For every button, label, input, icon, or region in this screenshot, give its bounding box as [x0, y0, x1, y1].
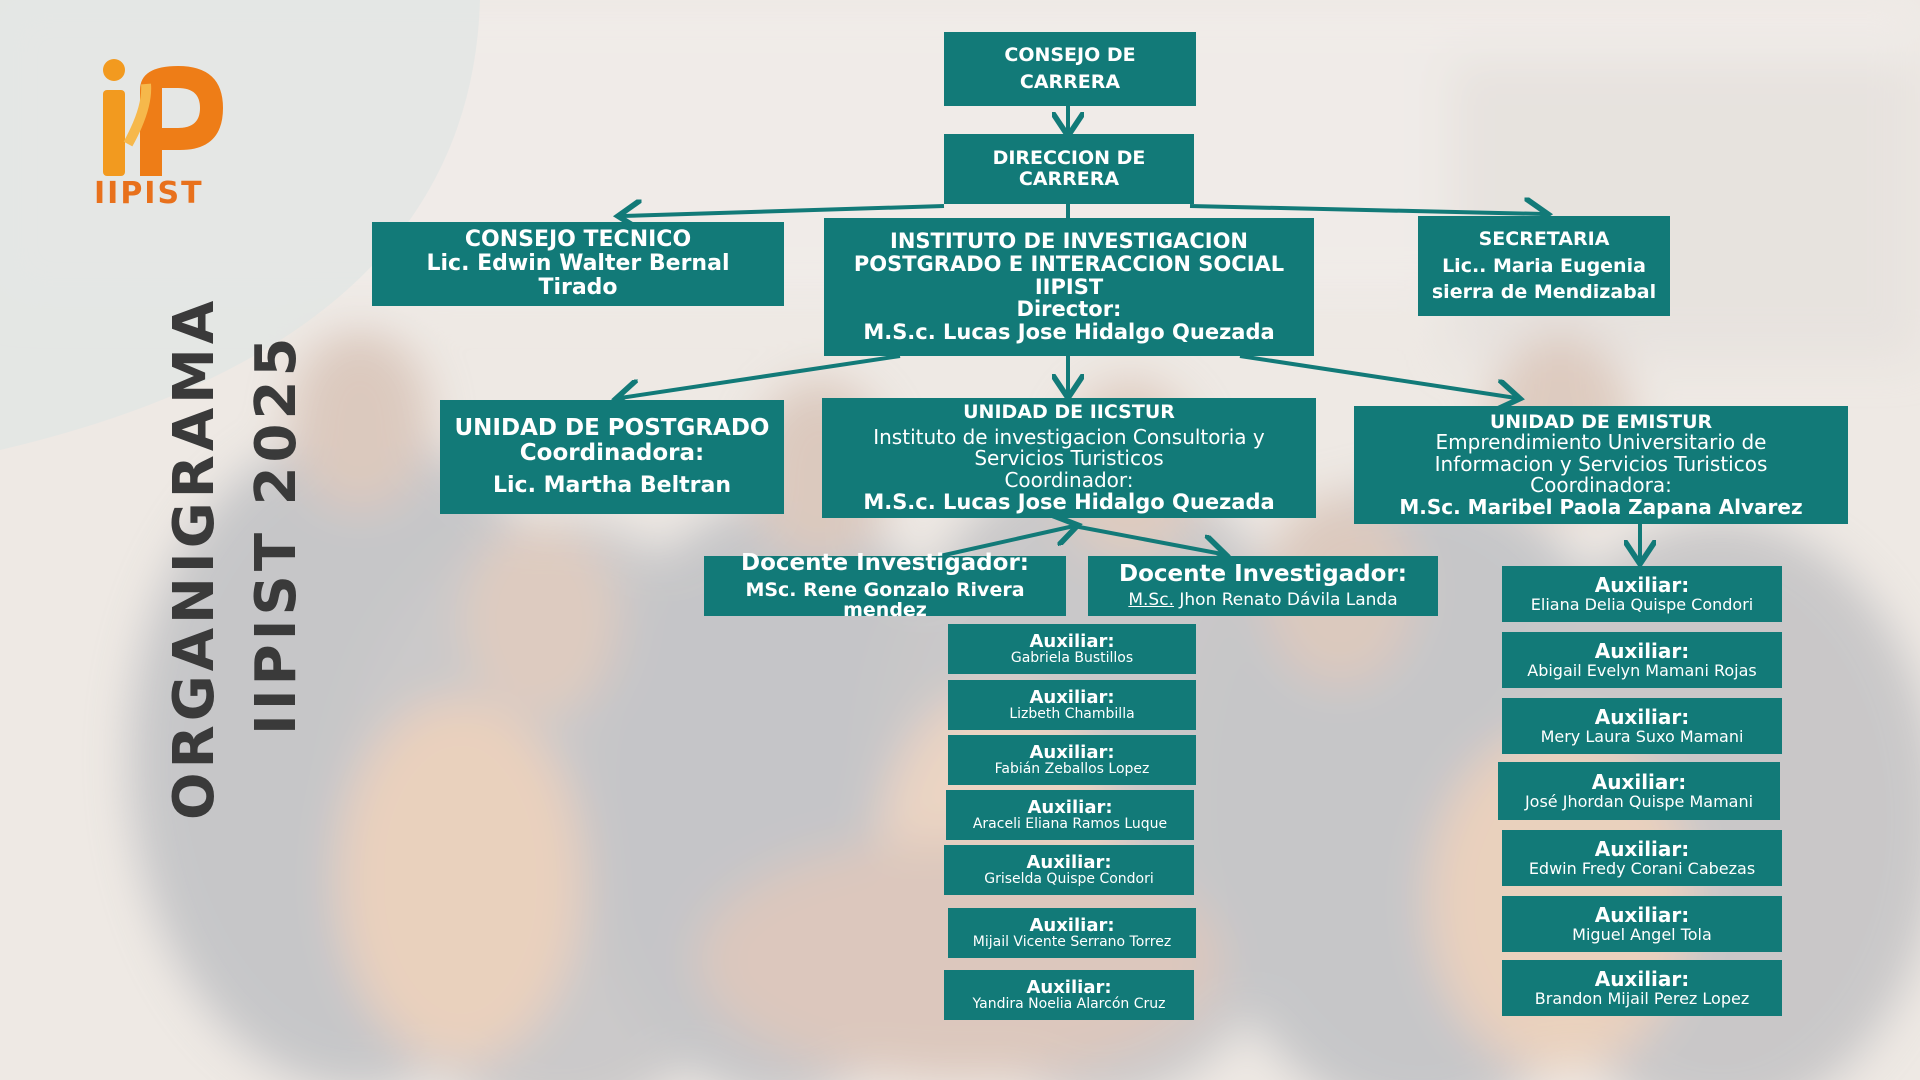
emistur-desc1: Emprendimiento Universitario de [1435, 430, 1767, 455]
postgrado-title: UNIDAD DE POSTGRADO [454, 415, 770, 442]
aux-label: Auxiliar: [1594, 638, 1690, 663]
aux-name: Yandira Noelia Alarcón Cruz [972, 996, 1166, 1013]
aux-name: José Jhordan Quispe Mamani [1524, 792, 1754, 812]
direccion-line2: CARRERA [1018, 168, 1120, 190]
consejo-de-carrera-line1: CONSEJO DE [1004, 44, 1136, 67]
iicstur-desc2: Servicios Turisticos [974, 446, 1164, 471]
emistur-role: Coordinadora: [1530, 473, 1672, 498]
aux-center-3: Auxiliar: Fabián Zeballos Lopez [948, 735, 1196, 785]
docente-investigador-2-box: Docente Investigador: M.Sc. Jhon Renato … [1088, 556, 1438, 616]
consejo-tecnico-title: CONSEJO TECNICO [464, 227, 692, 253]
secretaria-name1: Lic.. Maria Eugenia [1442, 254, 1646, 277]
aux-right-1: Auxiliar: Eliana Delia Quispe Condori [1502, 566, 1782, 622]
instituto-line2: POSTGRADO E INTERACCION SOCIAL [853, 251, 1285, 276]
aux-label: Auxiliar: [1029, 741, 1115, 763]
direccion-line1: DIRECCION DE [992, 147, 1146, 170]
consejo-de-carrera-line2: CARRERA [1019, 71, 1121, 93]
aux-right-2: Auxiliar: Abigail Evelyn Mamani Rojas [1502, 632, 1782, 688]
unidad-postgrado-box: UNIDAD DE POSTGRADO Coordinadora: Lic. M… [440, 400, 784, 514]
logo-text: IIPIST [94, 176, 204, 211]
consejo-tecnico-box: CONSEJO TECNICO Lic. Edwin Walter Bernal… [372, 222, 784, 306]
aux-label: Auxiliar: [1594, 704, 1690, 729]
instituto-box: INSTITUTO DE INVESTIGACION POSTGRADO E I… [824, 218, 1314, 356]
docente1-name: MSc. Rene Gonzalo Rivera mendez [745, 578, 1025, 622]
emistur-desc2: Informacion y Servicios Turisticos [1434, 451, 1768, 476]
aux-center-6: Auxiliar: Mijail Vicente Serrano Torrez [948, 908, 1196, 958]
aux-center-4: Auxiliar: Araceli Eliana Ramos Luque [946, 790, 1194, 840]
aux-name: Lizbeth Chambilla [1009, 706, 1135, 723]
aux-name: Abigail Evelyn Mamani Rojas [1527, 661, 1757, 681]
consejo-tecnico-name1: Lic. Edwin Walter Bernal [426, 251, 730, 277]
iicstur-role: Coordinador: [1004, 467, 1134, 492]
unidad-emistur-box: UNIDAD DE EMISTUR Emprendimiento Univers… [1354, 406, 1848, 524]
emistur-title: UNIDAD DE EMISTUR [1489, 410, 1713, 433]
aux-label: Auxiliar: [1594, 836, 1690, 861]
aux-name: Brandon Mijail Perez Lopez [1534, 989, 1750, 1009]
instituto-line3: IIPIST [1034, 274, 1104, 299]
aux-name: Gabriela Bustillos [1010, 650, 1134, 667]
aux-label: Auxiliar: [1029, 914, 1115, 936]
aux-name: Griselda Quispe Condori [984, 871, 1154, 888]
aux-label: Auxiliar: [1029, 686, 1115, 708]
aux-name: Araceli Eliana Ramos Luque [972, 816, 1168, 833]
instituto-line4: Director: [1016, 297, 1122, 322]
aux-label: Auxiliar: [1026, 976, 1112, 998]
aux-label: Auxiliar: [1594, 966, 1690, 991]
consejo-tecnico-name2: Tirado [538, 274, 618, 300]
aux-label: Auxiliar: [1029, 630, 1115, 652]
iicstur-desc1: Instituto de investigacion Consultoria y [873, 424, 1265, 449]
iipist-logo [103, 59, 223, 176]
aux-label: Auxiliar: [1594, 902, 1690, 927]
aux-right-5: Auxiliar: Edwin Fredy Corani Cabezas [1502, 830, 1782, 886]
title-iipist-2025: IIPIST 2025 [244, 333, 309, 735]
aux-label: Auxiliar: [1026, 851, 1112, 873]
secretaria-name2: sierra de Mendizabal [1431, 281, 1657, 304]
aux-name: Fabián Zeballos Lopez [994, 761, 1150, 778]
aux-right-4: Auxiliar: José Jhordan Quispe Mamani [1498, 762, 1780, 820]
secretaria-box: SECRETARIA Lic.. Maria Eugenia sierra de… [1418, 216, 1670, 316]
docente2-label: Docente Investigador: [1119, 561, 1407, 588]
instituto-director: M.S.c. Lucas Jose Hidalgo Quezada [863, 320, 1275, 344]
consejo-de-carrera-box: CONSEJO DE CARRERA [944, 32, 1196, 106]
aux-label: Auxiliar: [1594, 572, 1690, 597]
docente2-title: M.Sc. [1128, 590, 1174, 611]
aux-right-7: Auxiliar: Brandon Mijail Perez Lopez [1502, 960, 1782, 1016]
docente-investigador-1-box: Docente Investigador: MSc. Rene Gonzalo … [704, 551, 1066, 621]
aux-name: Miguel Angel Tola [1572, 925, 1712, 945]
aux-center-2: Auxiliar: Lizbeth Chambilla [948, 680, 1196, 730]
direccion-de-carrera-box: DIRECCION DE CARRERA [944, 134, 1194, 204]
iicstur-title: UNIDAD DE IICSTUR [963, 401, 1175, 424]
emistur-name: M.Sc. Maribel Paola Zapana Alvarez [1399, 494, 1803, 519]
iicstur-name: M.S.c. Lucas Jose Hidalgo Quezada [863, 490, 1275, 515]
unidad-iicstur-box: UNIDAD DE IICSTUR Instituto de investiga… [822, 398, 1316, 518]
aux-name: Mijail Vicente Serrano Torrez [972, 934, 1172, 951]
postgrado-role: Coordinadora: [519, 440, 705, 467]
docente1-label: Docente Investigador: [741, 550, 1029, 577]
title-organigrama: ORGANIGRAMA [162, 296, 227, 820]
aux-right-6: Auxiliar: Miguel Angel Tola [1502, 896, 1782, 952]
aux-label: Auxiliar: [1027, 796, 1113, 818]
aux-right-3: Auxiliar: Mery Laura Suxo Mamani [1502, 698, 1782, 754]
aux-center-5: Auxiliar: Griselda Quispe Condori [944, 845, 1194, 895]
postgrado-name: Lic. Martha Beltran [493, 472, 731, 498]
aux-name: Mery Laura Suxo Mamani [1540, 727, 1744, 747]
docente2-name: M.Sc. Jhon Renato Dávila Landa [1128, 591, 1397, 609]
instituto-line1: INSTITUTO DE INVESTIGACION [890, 229, 1248, 254]
docente2-fullname: Jhon Renato Dávila Landa [1173, 590, 1398, 611]
aux-name: Eliana Delia Quispe Condori [1530, 595, 1754, 615]
aux-name: Edwin Fredy Corani Cabezas [1528, 859, 1756, 879]
aux-label: Auxiliar: [1591, 769, 1687, 794]
aux-center-1: Auxiliar: Gabriela Bustillos [948, 624, 1196, 674]
aux-center-7: Auxiliar: Yandira Noelia Alarcón Cruz [944, 970, 1194, 1020]
secretaria-title: SECRETARIA [1478, 228, 1610, 251]
